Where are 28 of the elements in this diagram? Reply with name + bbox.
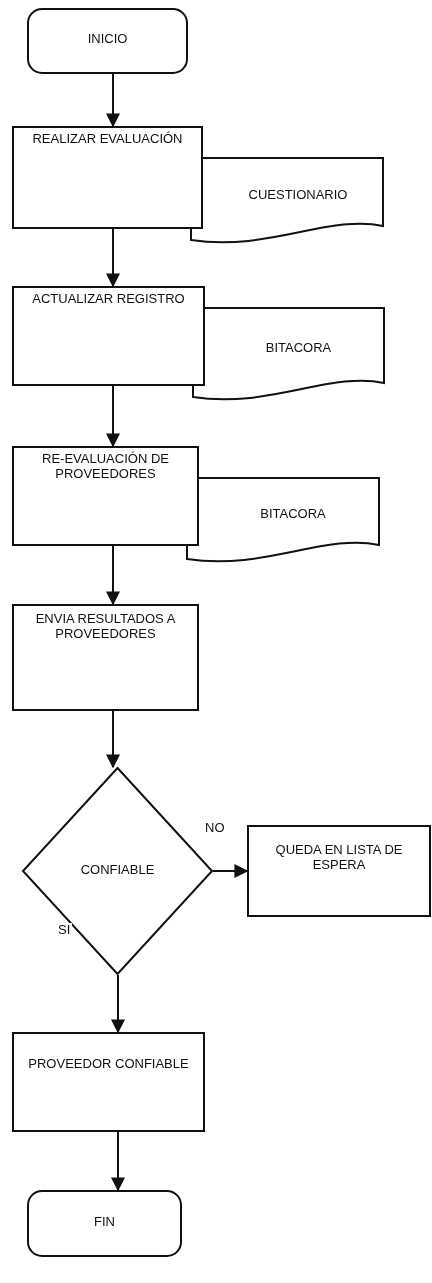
process-box [12,446,199,546]
process-box [12,286,205,386]
node-label: PROVEEDOR CONFIABLE [27,1057,190,1072]
process-box [12,1032,205,1132]
arrow [106,228,120,288]
node-label: BITACORA [264,341,333,356]
arrow [106,710,120,769]
process-box [247,825,431,917]
node-label: FIN [93,1215,116,1230]
process-box [12,604,199,711]
node-label: ENVIA RESULTADOS A PROVEEDORES [34,612,177,642]
arrow [212,864,249,878]
arrow [111,974,125,1034]
arrow [106,385,120,448]
arrow [106,545,120,606]
node-label: REALIZAR EVALUACIÓN [31,132,184,147]
node-label: BITACORA [259,507,327,522]
node-label: RE-EVALUACIÓN DE PROVEEDORES [41,452,170,482]
arrow [111,1131,125,1192]
process-box [12,126,203,229]
arrow [106,73,120,128]
terminal-box [27,8,188,74]
node-label: INICIO [86,32,129,47]
node-label: ACTUALIZAR REGISTRO [31,292,186,307]
terminal-box [27,1190,182,1257]
node-label: CUESTIONARIO [247,188,349,203]
node-label: QUEDA EN LISTA DE ESPERA [274,843,404,873]
node-label: CONFIABLE [79,863,156,878]
